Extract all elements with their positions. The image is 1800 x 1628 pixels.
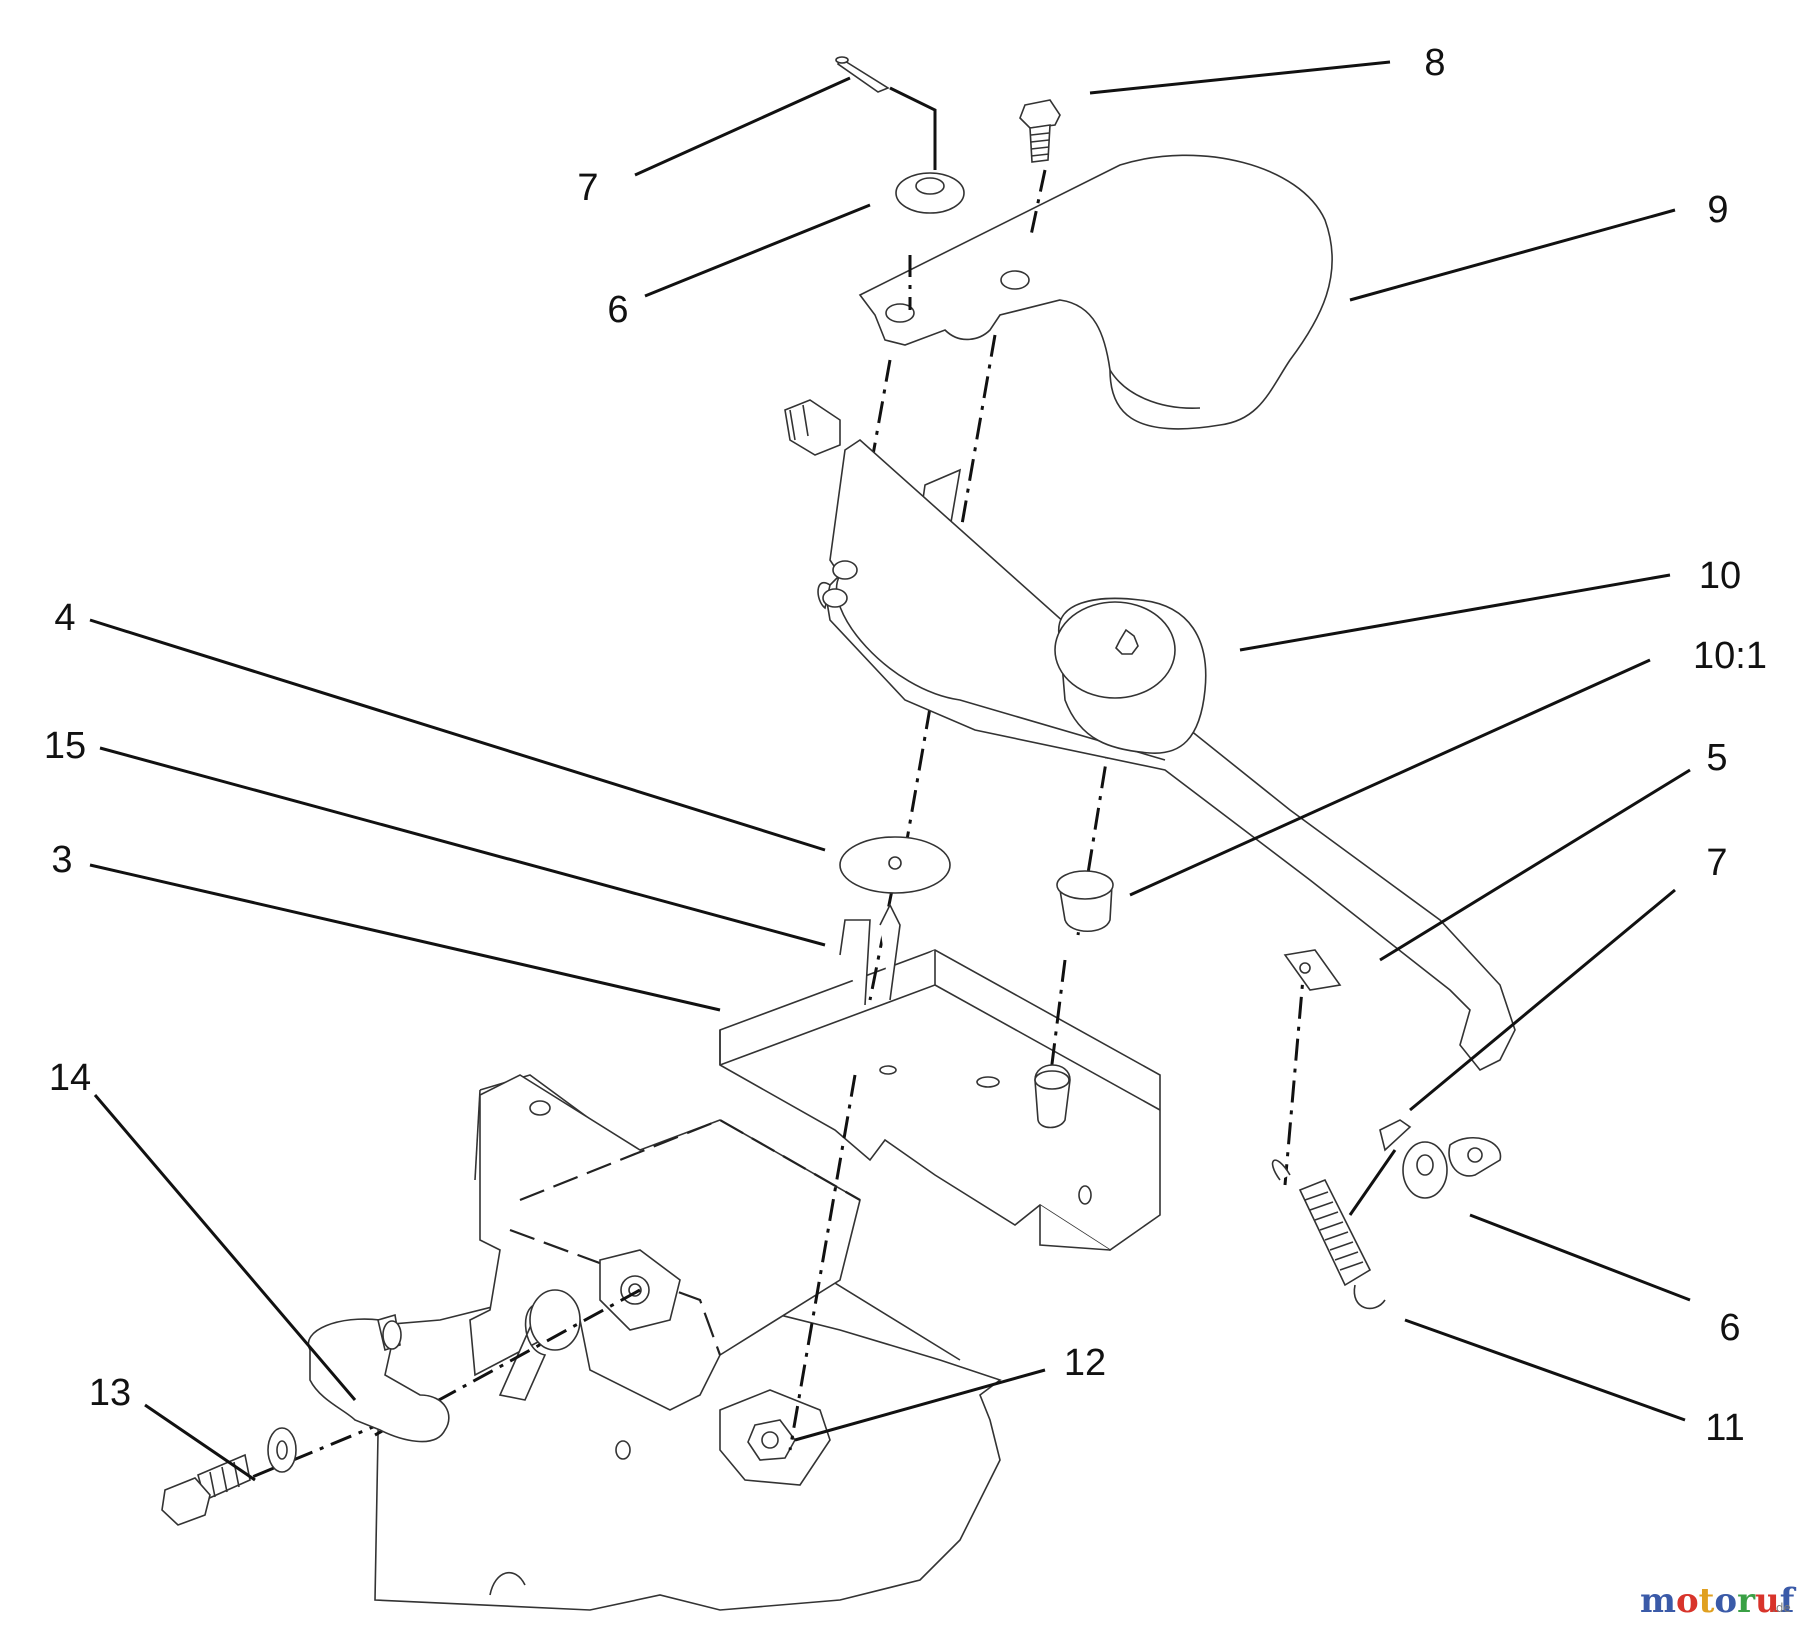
callout-5: 5 — [1706, 737, 1727, 779]
right-washer — [1402, 1141, 1448, 1199]
nut-plate — [719, 1389, 831, 1486]
watermark-letter: o — [1714, 1581, 1737, 1621]
watermark-letter: u — [1755, 1581, 1780, 1621]
top-washer — [895, 172, 965, 214]
clip-pins — [839, 903, 901, 1006]
watermark-suffix: .de — [1772, 1601, 1791, 1615]
bushing — [1056, 870, 1114, 932]
callout-7-right: 7 — [1706, 842, 1727, 884]
mid-bracket — [469, 1074, 861, 1460]
washer-4 — [839, 836, 951, 894]
callout-labels: 7 8 9 6 10 10:1 4 15 5 3 7 14 6 12 13 11 — [44, 42, 1767, 1449]
callout-9: 9 — [1707, 189, 1728, 231]
callout-4: 4 — [54, 597, 75, 639]
watermark-letter: o — [1676, 1581, 1699, 1621]
watermark-letter: r — [1737, 1581, 1756, 1621]
right-cotter-pin — [1379, 1119, 1412, 1152]
leader-lines — [89, 60, 1691, 1482]
callout-3: 3 — [51, 839, 72, 881]
lever-end-pin — [1448, 1137, 1502, 1177]
watermark-letter: f — [1780, 1581, 1797, 1621]
watermark-letter: m — [1640, 1581, 1676, 1621]
svg-text:motoruf: motoruf — [1640, 1581, 1797, 1621]
bolt-8 — [1019, 99, 1061, 163]
watermark-logo: motoruf .de — [1640, 1581, 1797, 1621]
top-cotter-pin — [835, 56, 890, 93]
knob — [1054, 597, 1207, 754]
bolt-13 — [161, 1453, 251, 1526]
callout-10-1: 10:1 — [1693, 635, 1767, 677]
lower-bracket — [719, 949, 1161, 1251]
callout-11: 11 — [1705, 1407, 1744, 1449]
callout-6-right: 6 — [1719, 1307, 1740, 1349]
spring — [1271, 1159, 1386, 1310]
callout-12: 12 — [1064, 1342, 1106, 1384]
callout-6-top: 6 — [607, 289, 628, 331]
callout-8: 8 — [1424, 42, 1445, 84]
handle-bushing — [307, 1313, 450, 1443]
mounting-plate — [858, 154, 1333, 430]
bracket-pin — [1034, 1064, 1071, 1129]
left-washer — [267, 1427, 297, 1473]
callout-7-top: 7 — [577, 167, 598, 209]
callout-15: 15 — [44, 725, 86, 767]
connector-plug — [784, 399, 841, 456]
callout-13: 13 — [89, 1372, 131, 1414]
callout-10: 10 — [1699, 555, 1741, 597]
watermark-letter: t — [1699, 1581, 1715, 1621]
spring-tab — [1283, 949, 1342, 991]
callout-14: 14 — [49, 1057, 91, 1099]
